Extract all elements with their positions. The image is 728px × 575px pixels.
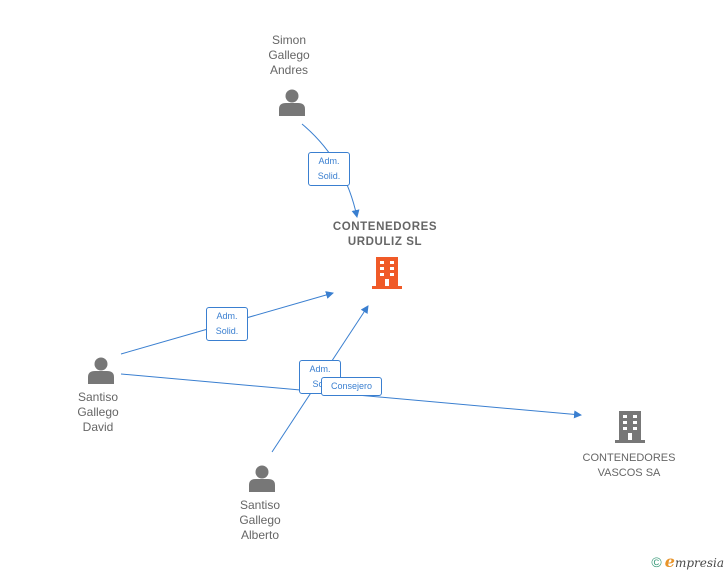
edge-label-david-vascos[interactable]: Consejero — [321, 377, 382, 396]
label-line: CONTENEDORES — [582, 452, 676, 464]
label-line: Santiso — [239, 498, 281, 512]
edge-label-line: Adm. — [216, 311, 238, 321]
person-label-simon: Simon Gallego Andres — [254, 33, 324, 78]
edge-label-line: Consejero — [330, 381, 373, 391]
logo-text: mpresia — [674, 556, 724, 570]
edge-label-line: Adm. — [309, 364, 331, 374]
edge-label-line: Solid. — [317, 171, 341, 181]
logo-initial: e — [664, 552, 675, 571]
person-label-alberto: Santiso Gallego Alberto — [224, 498, 296, 543]
building-icon[interactable] — [614, 410, 646, 444]
copyright-symbol: © — [651, 554, 662, 570]
label-line: VASCOS SA — [597, 467, 661, 479]
label-line: URDULIZ SL — [347, 236, 423, 248]
edge-label-line: Adm. — [318, 156, 340, 166]
label-line: Santiso — [77, 390, 119, 404]
person-label-david: Santiso Gallego David — [63, 390, 133, 435]
empresia-watermark: ©empresia — [651, 552, 724, 571]
label-line: CONTENEDORES — [332, 221, 438, 233]
company-label-urduliz: CONTENEDORES URDULIZ SL — [315, 220, 455, 250]
edge-label-line: Solid. — [215, 326, 239, 336]
label-line: Alberto — [240, 528, 280, 542]
person-icon[interactable] — [278, 88, 306, 116]
label-line: Simon — [271, 33, 306, 47]
label-line: Gallego — [77, 405, 119, 419]
edge-label-simon-urduliz[interactable]: Adm. Solid. — [308, 152, 350, 186]
label-line: David — [82, 420, 114, 434]
company-label-vascos: CONTENEDORES VASCOS SA — [570, 451, 688, 481]
edge-label-line: Soli — [312, 379, 328, 389]
label-line: Andres — [269, 63, 309, 77]
person-icon[interactable] — [87, 356, 115, 384]
person-icon[interactable] — [248, 464, 276, 492]
empresia-logo: empresia — [665, 552, 724, 571]
label-line: Gallego — [239, 513, 281, 527]
label-line: Gallego — [268, 48, 310, 62]
building-icon[interactable] — [371, 256, 403, 290]
edge-label-david-urduliz[interactable]: Adm. Solid. — [206, 307, 248, 341]
